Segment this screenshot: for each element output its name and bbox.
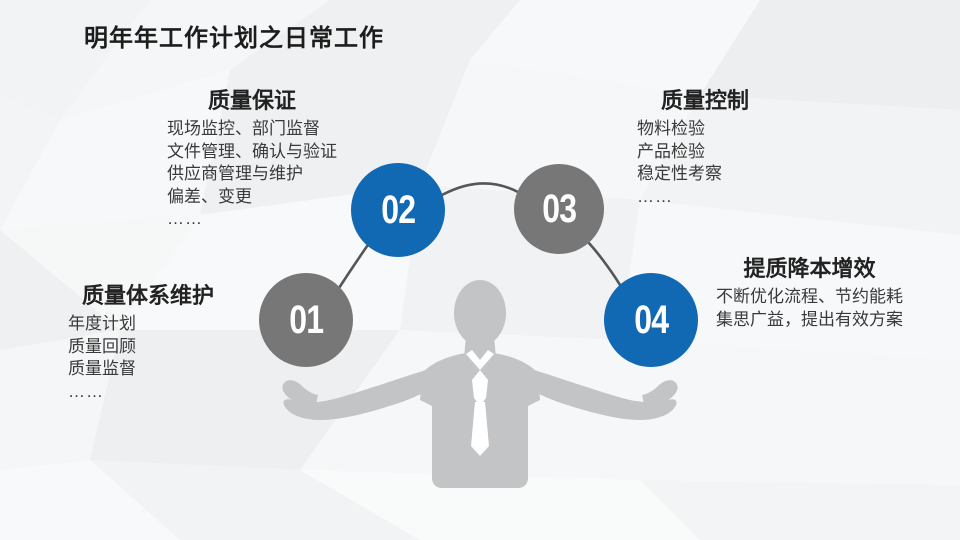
block-04-line-2: 集思广益，提出有效方案 <box>716 309 903 329</box>
node-number-03: 03 <box>542 187 577 231</box>
node-circle-03[interactable]: 03 <box>514 164 604 254</box>
block-01-line-4: …… <box>68 381 104 401</box>
block-03-line-1: 物料检验 <box>637 118 705 138</box>
block-01-line-2: 质量回顾 <box>68 336 136 356</box>
block-03-line-4: …… <box>637 186 673 206</box>
block-01-heading: 质量体系维护 <box>82 283 215 308</box>
block-02-heading: 质量保证 <box>207 88 296 113</box>
text-block-03: 质量控制 物料检验 产品检验 稳定性考察 …… <box>637 88 749 208</box>
text-block-04: 提质降本增效 不断优化流程、节约能耗 集思广益，提出有效方案 <box>716 256 903 331</box>
text-block-02: 质量保证 现场监控、部门监督 文件管理、确认与验证 供应商管理与维护 偏差、变更… <box>167 88 337 231</box>
block-02-line-3: 供应商管理与维护 <box>167 164 303 184</box>
page-title: 明年年工作计划之日常工作 <box>84 26 384 52</box>
block-01-line-3: 质量监督 <box>68 359 136 379</box>
businessman-silhouette <box>282 280 678 488</box>
block-04-line-1: 不断优化流程、节约能耗 <box>716 286 903 306</box>
node-circle-01[interactable]: 01 <box>259 273 353 367</box>
node-circle-02[interactable]: 02 <box>351 163 445 257</box>
block-02-line-2: 文件管理、确认与验证 <box>167 141 337 161</box>
text-block-01: 质量体系维护 年度计划 质量回顾 质量监督 …… <box>68 283 214 403</box>
block-03-heading: 质量控制 <box>661 88 750 113</box>
node-circle-04[interactable]: 04 <box>604 273 698 367</box>
block-02-line-4: 偏差、变更 <box>167 186 252 206</box>
block-04-heading: 提质降本增效 <box>743 256 876 281</box>
block-02-line-1: 现场监控、部门监督 <box>167 118 320 138</box>
node-number-04: 04 <box>634 298 669 342</box>
block-03-line-2: 产品检验 <box>637 141 705 161</box>
node-number-01: 01 <box>289 298 324 342</box>
node-number-02: 02 <box>381 188 416 232</box>
block-02-line-5: …… <box>167 209 203 229</box>
block-03-line-3: 稳定性考察 <box>637 164 722 184</box>
block-01-line-1: 年度计划 <box>68 313 136 333</box>
